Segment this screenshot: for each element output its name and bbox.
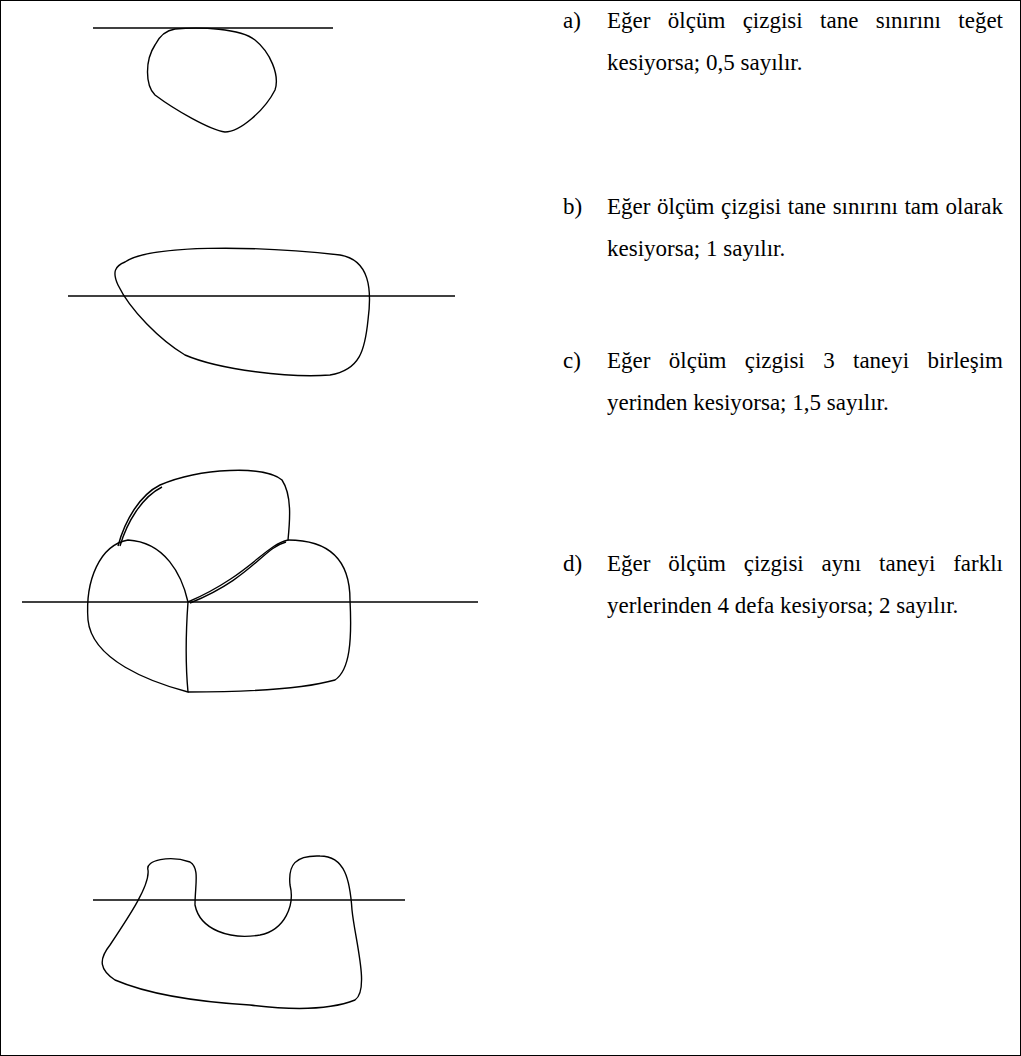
- grain-outline: [120, 487, 286, 603]
- item-marker: c): [563, 340, 603, 382]
- item-marker: d): [563, 543, 603, 585]
- rule-text: Eğer ölçüm çizgisi tane sınırını teğet k…: [607, 0, 1003, 84]
- rule-text: Eğer ölçüm çizgisi aynı taneyi farklı ye…: [607, 543, 1003, 627]
- grain-outline: [188, 540, 351, 692]
- grain-outline: [115, 248, 370, 375]
- rule-text: Eğer ölçüm çizgisi tane sınırını tam ola…: [607, 186, 1003, 270]
- measurement-line: [22, 601, 478, 602]
- measurement-line: [93, 899, 405, 900]
- measurement-line: [68, 295, 455, 296]
- item-marker: b): [563, 186, 603, 228]
- grain-outline: [102, 856, 361, 1008]
- grain-outline: [148, 28, 277, 132]
- item-marker: a): [563, 0, 603, 42]
- rule-text: Eğer ölçüm çizgisi 3 taneyi birleşim yer…: [607, 340, 1003, 424]
- grain-outline: [118, 470, 290, 602]
- grain-outline: [88, 540, 188, 692]
